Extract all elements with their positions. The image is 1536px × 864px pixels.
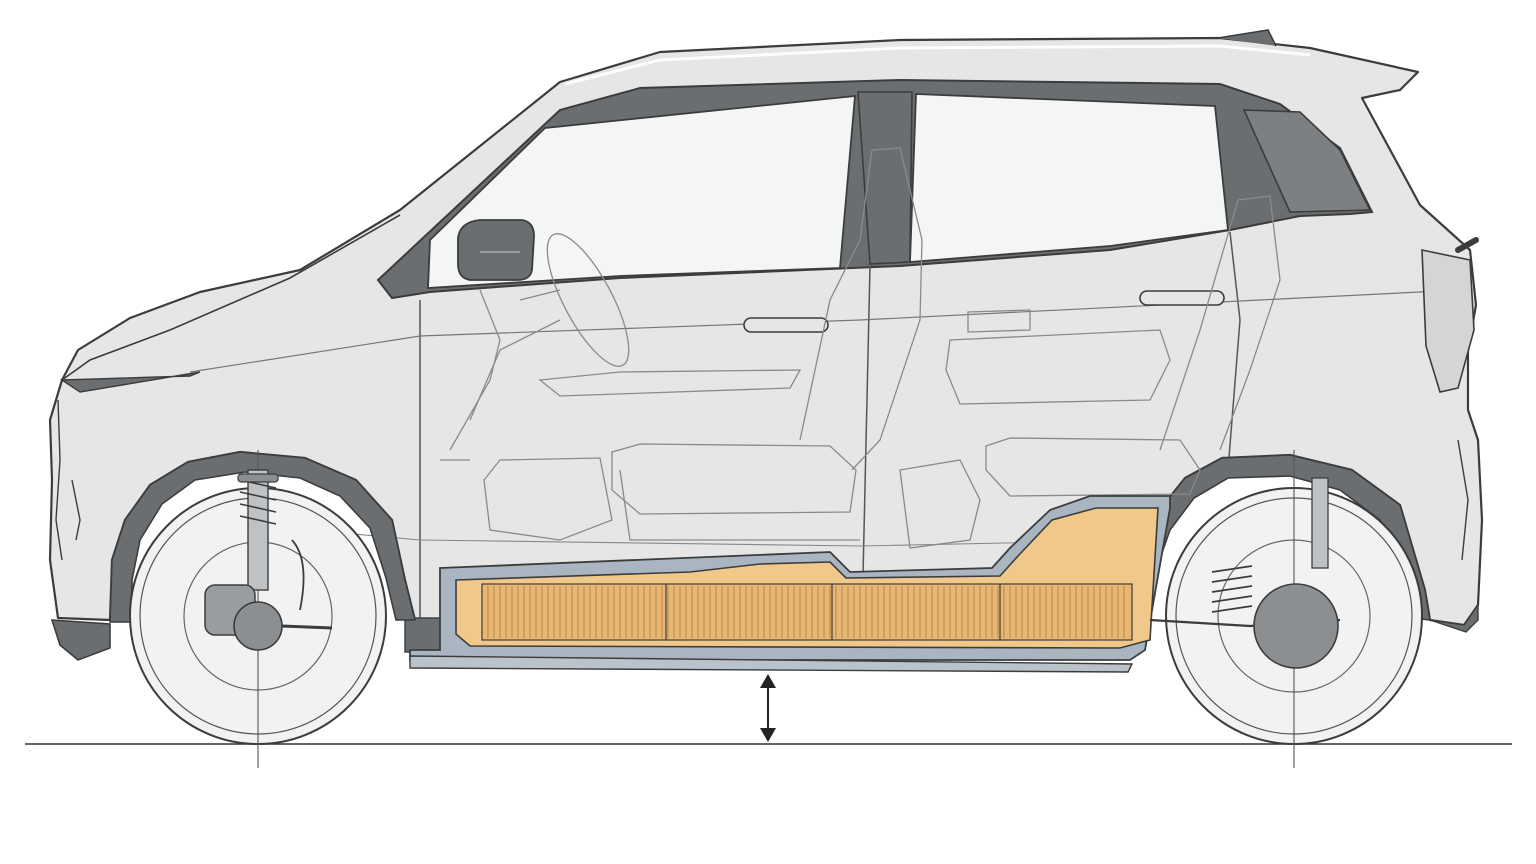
rear-wheel xyxy=(1149,450,1423,768)
front-strut xyxy=(237,469,279,591)
side-mirror xyxy=(457,219,535,281)
front-door-handle xyxy=(743,317,829,333)
rear-door-handle xyxy=(1139,290,1225,306)
battery-cells xyxy=(481,583,1133,641)
rear-quarter-window xyxy=(1242,109,1372,213)
front-seat xyxy=(611,147,923,541)
front-side-window xyxy=(427,94,856,289)
rear-hub xyxy=(1253,583,1339,669)
front-wheel xyxy=(129,450,387,768)
ground-clearance-arrow xyxy=(760,674,776,742)
rear-lamp xyxy=(1421,249,1475,393)
underfloor-battery-pack xyxy=(409,495,1171,673)
rear-seat xyxy=(985,195,1281,497)
front-hub xyxy=(233,601,283,651)
rear-side-window xyxy=(909,93,1229,263)
front-wheel-arch xyxy=(109,451,417,623)
interior xyxy=(440,147,1281,549)
